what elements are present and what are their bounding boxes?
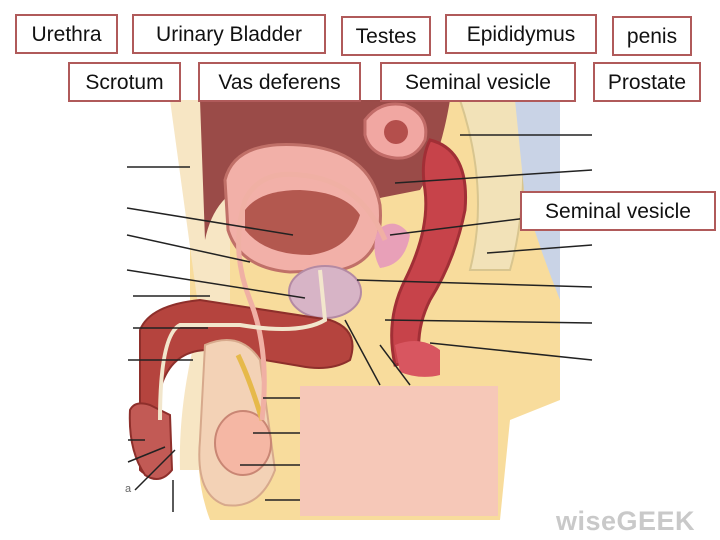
testis: [214, 410, 272, 476]
label-seminal-vesicle-top: Seminal vesicle: [380, 62, 576, 102]
vas-deferens-tube: [236, 171, 388, 421]
cover-box: [300, 386, 498, 516]
label-scrotum: Scrotum: [68, 62, 181, 102]
label-seminal-vesicle-right: Seminal vesicle: [520, 191, 716, 231]
figure-letter: a: [125, 483, 132, 495]
label-vas-deferens: Vas deferens: [198, 62, 361, 102]
sigmoid-lumen: [384, 120, 408, 144]
wisegeek-watermark: wiseGEEK: [556, 506, 696, 536]
spermatic-cord: [235, 353, 265, 421]
label-urethra: Urethra: [15, 14, 118, 54]
label-penis: penis: [612, 16, 692, 56]
label-urinary-bladder: Urinary Bladder: [132, 14, 326, 54]
label-epididymus: Epididymus: [445, 14, 597, 54]
anal-canal: [395, 341, 440, 377]
leader-lines: [126, 134, 593, 512]
glans: [128, 402, 174, 480]
urethra-tube: [158, 269, 328, 421]
bladder-lumen: [245, 190, 360, 255]
label-prostate: Prostate: [593, 62, 701, 102]
label-testes: Testes: [341, 16, 431, 56]
